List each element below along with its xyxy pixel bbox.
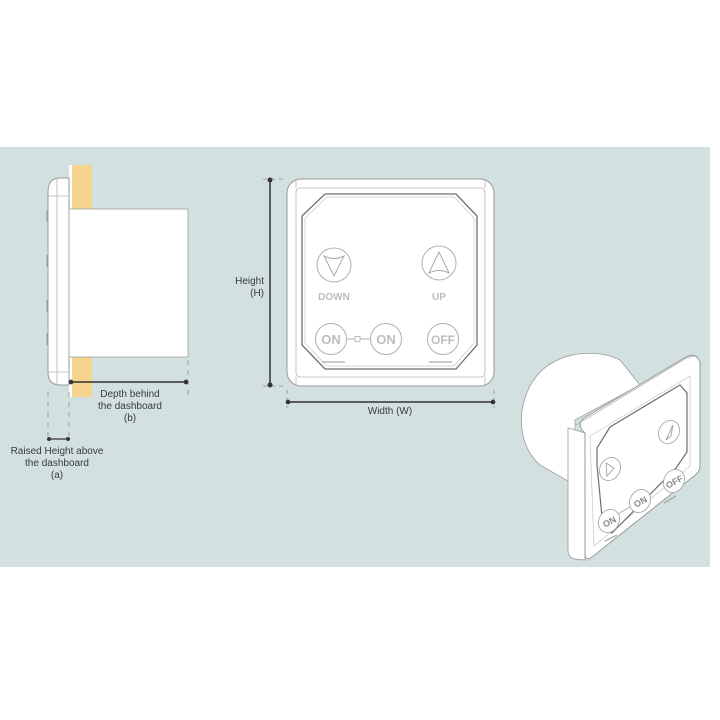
side-rear-body: [68, 208, 189, 358]
up-button[interactable]: [421, 245, 457, 281]
off-button[interactable]: [427, 323, 459, 355]
height-label: Height (H): [220, 276, 264, 300]
front-octagon-face: [301, 193, 478, 370]
iso-down-button[interactable]: [595, 454, 624, 485]
on-left-label: ON: [321, 332, 341, 347]
iso-on-right-button[interactable]: ON: [625, 486, 654, 517]
iso-rear-body: [520, 352, 641, 486]
down-button[interactable]: [316, 247, 352, 283]
raised-height-label: Raised Height above the dashboard (a): [2, 446, 112, 482]
up-arrow-icon: [427, 250, 451, 275]
dashboard-top: [72, 165, 92, 209]
down-arrow-icon: [322, 254, 346, 278]
off-label: OFF: [431, 333, 455, 347]
depth-label: Depth behind the dashboard (b): [80, 389, 180, 425]
side-view: [46, 165, 189, 441]
front-view: DOWN UP ON ON OFF: [263, 177, 496, 408]
width-label: Width (W): [367, 406, 413, 417]
iso-on-left-button[interactable]: ON: [594, 506, 623, 537]
dashboard-bottom: [72, 357, 92, 397]
depth-label-line1: Depth behind: [100, 389, 160, 400]
depth-label-line2: the dashboard: [98, 401, 162, 412]
iso-down-arrow-icon: [605, 462, 615, 478]
link-connector: [346, 336, 370, 342]
down-label: DOWN: [318, 292, 350, 303]
raised-label-line3: (a): [50, 470, 64, 481]
depth-label-line3: (b): [123, 413, 137, 424]
iso-up-arrow-icon: [665, 424, 674, 441]
raised-label-line1: Raised Height above: [10, 446, 104, 457]
height-label-line1: Height: [235, 276, 264, 287]
iso-up-button[interactable]: [654, 417, 683, 448]
iso-view: OFF ON ON: [520, 352, 701, 561]
up-label: UP: [432, 292, 446, 303]
height-label-line2: (H): [250, 288, 264, 299]
raised-label-line2: the dashboard: [25, 458, 89, 469]
side-front-plate: [47, 177, 70, 386]
on-right-label: ON: [376, 332, 396, 347]
iso-off-button[interactable]: OFF: [659, 466, 688, 497]
on-right-button[interactable]: [370, 323, 402, 355]
